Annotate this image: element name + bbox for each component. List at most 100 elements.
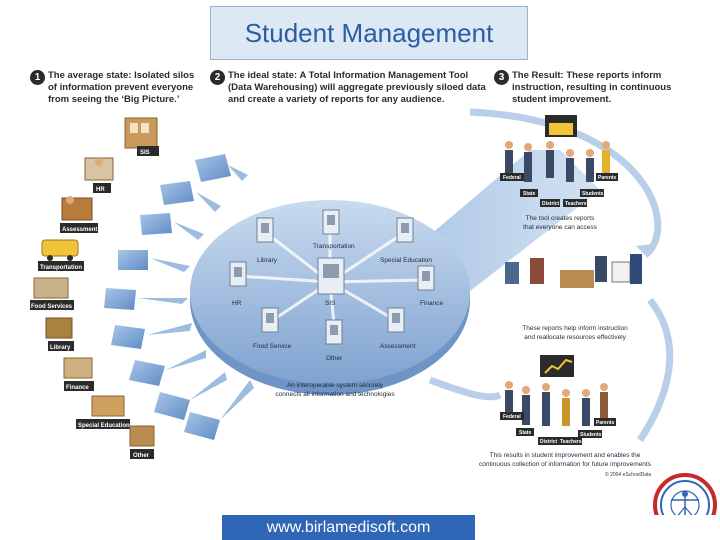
- silo-labels: SIS HR Assessment Transportation Food Se…: [31, 150, 150, 459]
- silo-icon-sis: [124, 117, 159, 156]
- silo-icon-food-services: [30, 277, 74, 310]
- silo-column: [30, 117, 159, 459]
- server-icon-finance: [417, 265, 435, 291]
- audience-label: District: [540, 439, 558, 445]
- silo-icon-assessment: [60, 196, 98, 233]
- hub-node-label: Assessment: [380, 343, 416, 350]
- folder-arrows: [104, 154, 254, 440]
- folder-icon: [129, 350, 206, 386]
- hub-labels: Library Transportation Special Education…: [232, 243, 444, 362]
- audience-label: Parents: [596, 420, 615, 426]
- curved-arrow-top: [469, 108, 662, 258]
- audience-label: Students: [582, 191, 604, 197]
- server-icon-transportation: [322, 209, 340, 235]
- hub-node-label: HR: [232, 300, 242, 307]
- hub-node-label: Transportation: [313, 243, 355, 250]
- result-caption-2: These reports help inform instruction an…: [522, 325, 628, 341]
- hub-caption: An interoperable system securely connect…: [275, 382, 395, 398]
- hub-node-label: Special Education: [380, 257, 432, 264]
- folder-icon: [154, 372, 227, 420]
- hub-node-label: Food Service: [253, 343, 292, 350]
- report-chart-line: [544, 358, 573, 374]
- server-icon-special-education: [396, 217, 414, 243]
- hub-caption-line: An interoperable system securely: [287, 382, 384, 389]
- result-caption-line: This results in student improvement and …: [490, 452, 641, 459]
- hub-caption-line: connects all information and technologie…: [275, 391, 395, 398]
- folder-icon: [195, 154, 248, 182]
- silo-label: Library: [50, 345, 71, 351]
- step-3-line: instruction, resulting in continuous: [512, 82, 672, 93]
- result-caption-line: The tool creates reports: [526, 215, 595, 222]
- silo-icon-hr: [84, 157, 114, 193]
- hub-node-label: SIS: [325, 300, 336, 307]
- silo-icon-finance: [63, 357, 94, 391]
- arrow-head: [636, 244, 652, 255]
- website-url[interactable]: www.birlamedisoft.com: [222, 515, 475, 540]
- audience-people-top: [505, 141, 610, 182]
- audience-label: Parents: [598, 175, 617, 181]
- step-2-line: (Data Warehousing) will aggregate previo…: [228, 82, 486, 93]
- teacher-icon: [595, 256, 607, 282]
- desk-icon: [560, 270, 594, 288]
- step-3-badge: 3: [494, 70, 509, 85]
- silo-label: HR: [96, 187, 105, 193]
- folder-icon: [160, 181, 221, 212]
- result-caption-1: The tool creates reports that everyone c…: [523, 215, 597, 231]
- folder-icon: [104, 288, 188, 310]
- server-icon-library: [256, 217, 274, 243]
- report-screen-bars: [549, 123, 573, 135]
- result-caption-line: that everyone can access: [523, 224, 597, 231]
- logo-seal: [653, 473, 717, 515]
- step-1-line: from seeing the ‘Big Picture.’: [48, 94, 180, 105]
- audience-labels-bottom: Federal State District Teachers Students…: [503, 414, 615, 445]
- audience-labels-top: Federal State District Teachers Students…: [503, 175, 617, 207]
- folder-icon: [118, 250, 190, 272]
- step-2-badge: 2: [210, 70, 225, 85]
- whiteboard-icon: [611, 261, 631, 283]
- copyright-text: © 2004 eSchoolData: [605, 471, 651, 478]
- step-2-line: and create a variety of reports for any …: [228, 94, 445, 105]
- step-1-line: of information prevent everyone: [48, 82, 194, 93]
- audience-people-bottom: [505, 381, 608, 426]
- data-beam: [430, 150, 600, 295]
- server-icon-other: [325, 319, 343, 345]
- folder-icon: [184, 380, 254, 440]
- hub-node-label: Finance: [420, 300, 444, 307]
- student-icon: [505, 262, 519, 284]
- silo-label: Special Education: [78, 423, 130, 429]
- silo-icon-library: [45, 317, 74, 351]
- server-icon-assessment: [387, 307, 405, 333]
- silo-icon-special-education: [76, 395, 130, 429]
- audience-label: Teachers: [565, 201, 587, 207]
- server-icon-food-service: [261, 307, 279, 333]
- result-caption-line: and reallocate resources effectively: [524, 334, 627, 341]
- silo-label: Finance: [66, 385, 89, 391]
- silo-label: Transportation: [40, 265, 82, 271]
- step-1-badge: 1: [30, 70, 45, 85]
- curved-arrow-bottom: [428, 376, 502, 401]
- step-3-text: The Result: These reports inform instruc…: [512, 70, 702, 106]
- page-title: Student Management: [244, 17, 494, 48]
- audience-label: Federal: [503, 414, 521, 420]
- hub-node-label: Other: [326, 355, 343, 362]
- audience-tags-top: [500, 173, 618, 207]
- step-2-text: The ideal state: A Total Information Man…: [228, 70, 488, 106]
- folder-icon: [140, 213, 204, 240]
- step-3-line: The Result: These reports inform: [512, 70, 662, 81]
- audience-tags-bottom: [500, 412, 616, 445]
- result-middle-group: [505, 254, 642, 288]
- diagram-canvas: Library Transportation Special Education…: [30, 108, 717, 515]
- result-caption-line: continuous collection of information for…: [479, 461, 652, 468]
- audience-label: District: [542, 201, 560, 207]
- teacher-icon: [630, 254, 642, 284]
- result-bottom-group: Federal State District Teachers Students…: [500, 355, 616, 445]
- server-icon-hr: [229, 261, 247, 287]
- result-caption-line: These reports help inform instruction: [522, 325, 628, 332]
- silo-label: Other: [133, 453, 150, 459]
- result-caption-3: This results in student improvement and …: [479, 452, 652, 468]
- report-screen-icon: [540, 355, 574, 377]
- server-icon-sis: [317, 257, 345, 295]
- audience-label: Federal: [503, 175, 521, 181]
- audience-label: State: [523, 191, 535, 197]
- student-icon: [530, 258, 544, 284]
